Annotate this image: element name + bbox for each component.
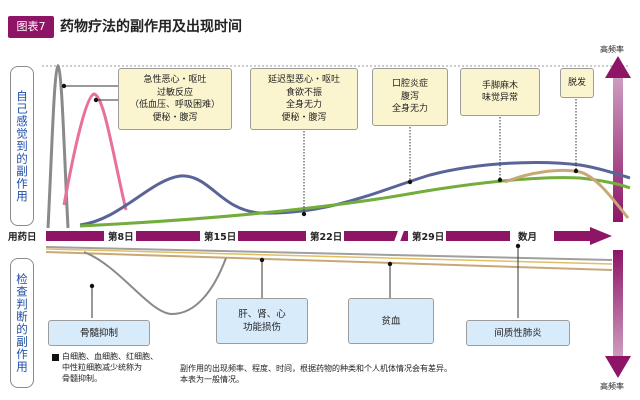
freq-label-bottom: 高频率: [600, 382, 624, 391]
curve-hair-tan: [504, 168, 630, 219]
dot-acute-pink: [93, 97, 99, 103]
side-label-self: 自己感觉到的副作用: [10, 66, 34, 226]
band-break-2: [548, 230, 554, 242]
note-acute: 急性恶心・呕吐 过敏反应 （低血压、呼吸困难） 便秘・腹泻: [118, 68, 232, 130]
dot-lung: [515, 243, 521, 249]
dot-marrow: [89, 283, 95, 289]
footnote-general: 副作用的出现频率、程度、时间，根据药物的种类和个人机体情况会有差异。 本表为一般…: [180, 364, 452, 384]
freq-label-top: 高频率: [600, 45, 624, 54]
tick-day-8: 第8日: [108, 232, 134, 243]
dot-anemia: [387, 261, 393, 267]
band-gap-3: [306, 230, 344, 242]
note-hand: 手脚麻木 味觉异常: [460, 68, 540, 116]
curve-marrow-dip: [83, 251, 227, 316]
dot-hand: [497, 177, 503, 183]
dot-oral: [407, 179, 413, 185]
note-liver: 肝、肾、心 功能损伤: [216, 298, 308, 344]
note-hair: 脱发: [560, 68, 594, 98]
band-gap-4: [408, 230, 446, 242]
timeline-arrowhead: [590, 227, 612, 245]
band-gap-2: [200, 230, 238, 242]
tick-months: 数月: [518, 232, 538, 243]
band-gap-5: [510, 230, 550, 242]
figure-title: 药物疗法的副作用及出现时间: [60, 19, 242, 35]
note-lung: 间质性肺炎: [466, 320, 570, 346]
note-marrow: 骨髓抑制: [48, 320, 150, 346]
dot-acute-gray: [61, 83, 67, 89]
freq-arrow-bottom-head: [605, 356, 631, 378]
footnote-legend: 白细胞、血细胞、红细胞、 中性粒细胞减少统称为 骨髓抑制。: [62, 352, 158, 383]
tick-day-22: 第22日: [310, 232, 343, 243]
note-delayed: 延迟型恶心・呕吐 食欲不振 全身无力 便秘・腹泻: [250, 68, 358, 130]
note-anemia: 贫血: [348, 298, 434, 344]
dot-delayed: [301, 211, 307, 217]
curve-acute-pink: [62, 92, 128, 211]
band-break-1: [393, 230, 405, 242]
legend-marker: [52, 354, 59, 361]
tick-day-29: 第29日: [412, 232, 445, 243]
note-oral: 口腔炎症 腹泻 全身无力: [372, 68, 448, 126]
curve-acute-gray: [46, 63, 70, 229]
lower-line-gray: [45, 246, 613, 261]
tick-day-15: 第15日: [204, 232, 237, 243]
freq-arrow-top-head: [605, 56, 631, 78]
curve-hand-green: [79, 176, 631, 228]
dot-hair: [573, 168, 579, 174]
dot-liver: [259, 257, 265, 263]
band-gap-1: [104, 230, 136, 242]
axis-start-label: 用药日: [8, 232, 37, 243]
freq-arrow-top-shaft: [613, 74, 623, 222]
freq-arrow-bottom-shaft: [613, 250, 623, 360]
side-label-check: 检查判断的副作用: [10, 258, 34, 388]
figure-tag: 图表7: [8, 16, 54, 38]
